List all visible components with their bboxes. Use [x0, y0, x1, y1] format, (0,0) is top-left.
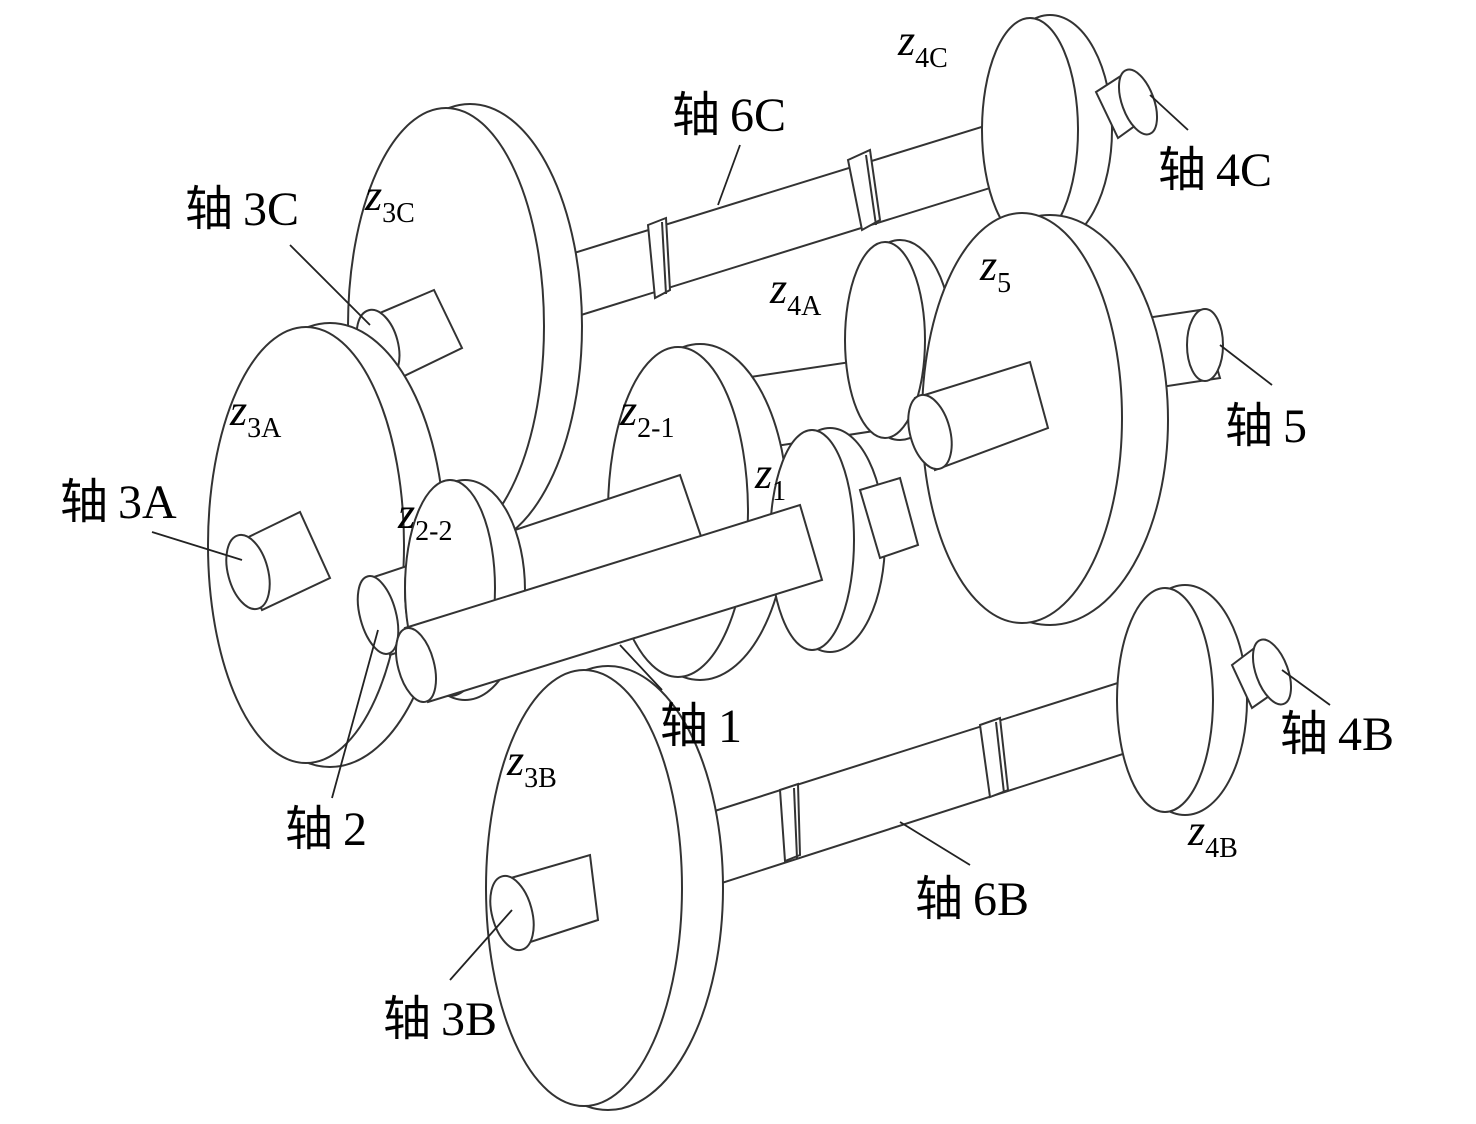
label-gear-z4b: z4B: [1187, 806, 1238, 864]
gear-z5: [907, 212, 1169, 626]
label-gear-z4a: z4A: [769, 264, 822, 322]
label-gear-z2-2: z2-2: [397, 489, 452, 547]
gear-z4b: [1116, 584, 1293, 816]
label-gear-z3c: z3C: [364, 171, 415, 229]
label-gear-z2-1: z2-1: [619, 386, 674, 444]
shaft-6b: [678, 666, 1184, 892]
gear-z4c: [981, 14, 1159, 246]
gear-z1: [769, 427, 920, 653]
label-gear-z1: z1: [754, 449, 786, 507]
shaft-6c: [543, 110, 1050, 322]
label-gear-z5: z5: [979, 241, 1011, 299]
gear-z3a: [207, 322, 446, 768]
gear-z3b: [485, 665, 724, 1111]
label-gear-z3a: z3A: [229, 386, 282, 444]
shaft-1: [395, 503, 824, 704]
leader-lines: [151, 94, 1331, 981]
label-gear-z3b: z3B: [506, 736, 557, 794]
label-gear-z4c: z4C: [897, 16, 948, 74]
gear-labels: z4C z3C z5 z4A z2-1 z3A z1 z2-2 z3B z4B: [229, 16, 1238, 864]
